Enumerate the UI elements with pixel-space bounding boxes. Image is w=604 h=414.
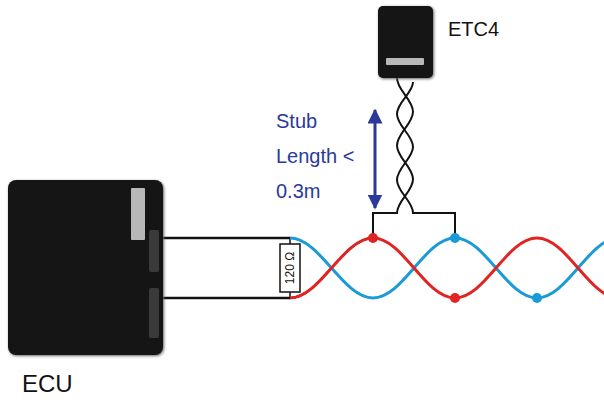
device-label: ETC4 xyxy=(448,18,499,41)
junction-dot xyxy=(368,233,378,243)
junction-dot xyxy=(450,233,460,243)
bus-wire-low xyxy=(162,297,290,300)
bus-connection xyxy=(163,78,413,298)
junction-dot xyxy=(450,293,460,303)
device-plate xyxy=(131,188,145,240)
device-plate xyxy=(386,58,424,65)
etc4-device: ETC4 xyxy=(378,6,433,78)
device-label: ECU xyxy=(22,370,73,398)
junction-dot xyxy=(532,293,542,303)
bus-wire-high xyxy=(162,237,290,240)
connector-block xyxy=(149,288,159,338)
resistor-symbol xyxy=(280,244,300,292)
length-arrow xyxy=(374,110,377,208)
twisted-wire-red xyxy=(290,238,604,298)
resistor-value: 120 Ω xyxy=(284,252,296,284)
ecu-device: ECU xyxy=(8,180,163,355)
stub-length-note: Stub Length < 0.3m xyxy=(276,104,360,209)
connector-block xyxy=(149,230,159,272)
stub-wire xyxy=(397,82,455,238)
twisted-wire-blue xyxy=(290,238,604,298)
